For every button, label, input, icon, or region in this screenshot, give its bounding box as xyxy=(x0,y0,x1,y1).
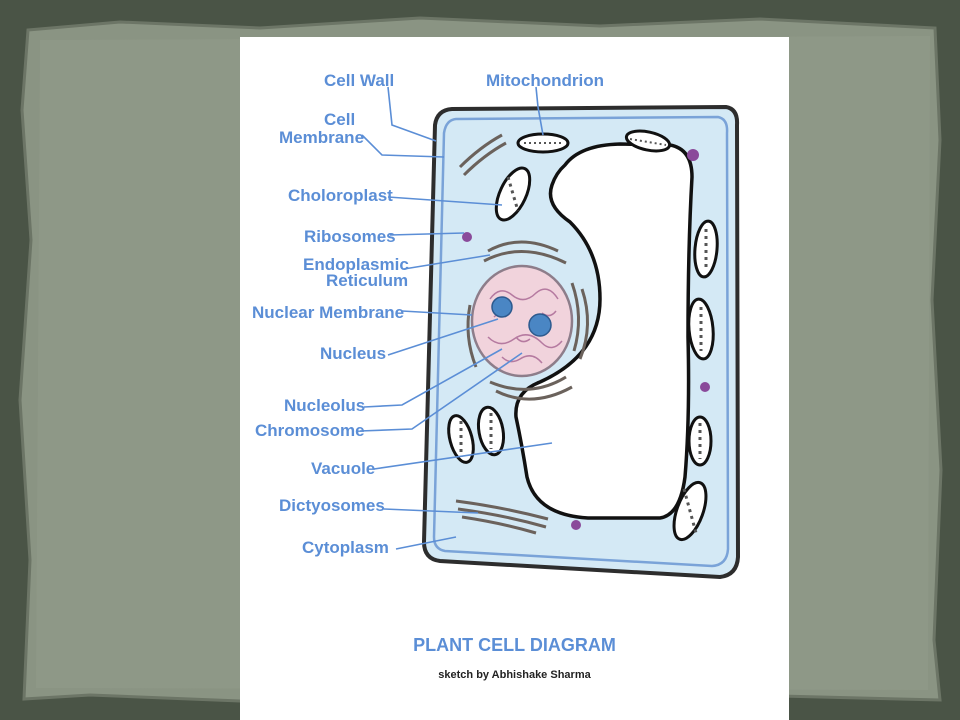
label-vacuole: Vacuole xyxy=(311,459,375,478)
label-cell-wall: Cell Wall xyxy=(324,71,394,90)
label-cell-membrane-line1: Cell xyxy=(324,110,355,129)
label-cell-membrane-line2: Membrane xyxy=(279,128,364,147)
label-endoplasmic: Endoplasmic xyxy=(303,255,409,274)
plant-cell-diagram: Cell Wall Mitochondrion Cell Membrane Ch… xyxy=(252,71,741,580)
label-chromosome: Chromosome xyxy=(255,421,365,440)
diagram-credit: sketch by Abhishake Sharma xyxy=(438,669,591,681)
cell-membrane xyxy=(432,115,730,568)
dictyosomes xyxy=(455,133,549,535)
diagram-paper: Cell Wall Mitochondrion Cell Membrane Ch… xyxy=(240,37,789,720)
chloroplast-grana xyxy=(459,176,708,534)
label-nucleolus: Nucleolus xyxy=(284,396,365,415)
ribosomes xyxy=(462,149,710,530)
endoplasmic-reticulum xyxy=(466,240,590,401)
nucleolus xyxy=(491,296,513,318)
label-chloroplast: Choloroplast xyxy=(288,186,393,205)
label-dictyosomes: Dictyosomes xyxy=(279,496,385,515)
nucleus xyxy=(470,264,574,378)
nucleolus-2 xyxy=(528,313,552,337)
diagram-title: PLANT CELL DIAGRAM xyxy=(413,635,616,655)
chloroplasts xyxy=(447,166,719,542)
label-reticulum: Reticulum xyxy=(326,271,408,290)
mitochondria xyxy=(516,129,672,154)
label-nucleus: Nucleus xyxy=(320,344,386,363)
label-mitochondrion: Mitochondrion xyxy=(486,71,604,90)
leader-lines xyxy=(359,86,553,550)
vacuole xyxy=(514,142,694,520)
label-nuclear-membrane: Nuclear Membrane xyxy=(252,303,404,322)
label-ribosomes: Ribosomes xyxy=(304,227,396,246)
label-cytoplasm: Cytoplasm xyxy=(302,538,389,557)
